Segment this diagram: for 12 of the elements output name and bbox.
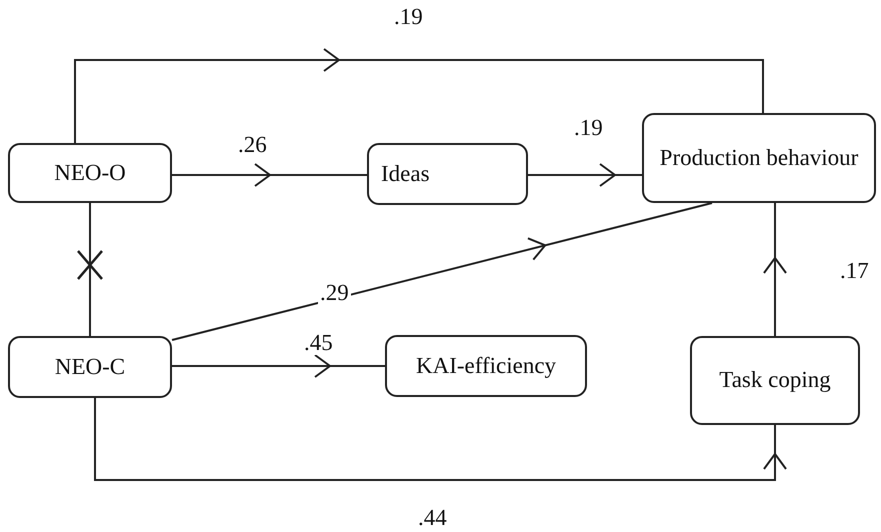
node-box: [690, 336, 860, 425]
node-box: [8, 143, 172, 203]
node-label: Ideas: [381, 160, 430, 188]
node-label: Task coping: [719, 367, 831, 394]
node-box: [385, 335, 587, 397]
node-label: KAI-efficiency: [416, 352, 556, 380]
node-box: [642, 113, 876, 203]
node-label: Production behaviour: [660, 144, 858, 172]
node-label: NEO-C: [54, 354, 126, 380]
node-label: NEO-O: [54, 160, 126, 186]
node-box: [8, 336, 172, 398]
node-box: [367, 143, 528, 205]
